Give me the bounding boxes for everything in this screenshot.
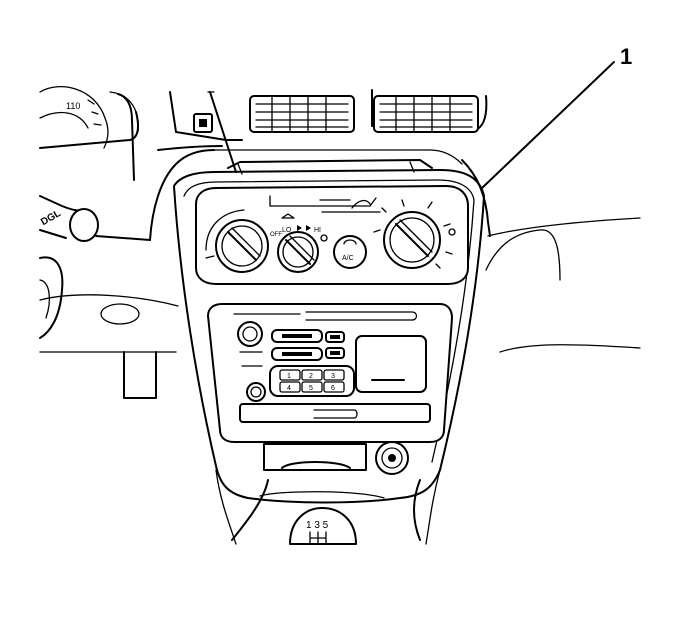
heater-control-panel: OFF LO HI A/C — [195, 185, 469, 285]
trim-removal-tool — [209, 91, 237, 173]
speedometer-mark: 110 — [66, 101, 80, 111]
preset-6[interactable]: 6 — [331, 385, 335, 392]
temperature-knob[interactable]: OFF — [205, 209, 282, 273]
radio-buttons-upper[interactable] — [271, 329, 345, 343]
radio-lower-slot — [239, 403, 431, 423]
volume-knob[interactable] — [237, 321, 263, 347]
shift-pattern-label: 1 3 5 — [306, 520, 329, 531]
shift-knob[interactable]: 1 3 5 — [289, 507, 357, 545]
ac-button-label: A/C — [342, 255, 354, 262]
ac-button[interactable]: A/C — [333, 235, 367, 269]
preset-button-cluster[interactable]: 1 2 3 4 5 6 — [269, 365, 355, 397]
radio-unit: 1 2 3 4 5 6 — [207, 303, 453, 443]
defrost-symbol — [351, 199, 371, 209]
preset-3[interactable]: 3 — [331, 373, 335, 380]
air-vent-right — [373, 95, 479, 133]
preset-2[interactable]: 2 — [309, 373, 313, 380]
cigarette-lighter[interactable] — [375, 441, 409, 475]
preset-1[interactable]: 1 — [287, 373, 291, 380]
storage-pocket — [263, 443, 367, 471]
preset-4[interactable]: 4 — [287, 385, 291, 392]
callout-1: 1 — [481, 44, 632, 189]
cassette-door[interactable] — [355, 335, 427, 393]
air-vent-left — [249, 95, 355, 133]
fan-lo-label: LO — [282, 227, 292, 234]
fan-hi-label: HI — [314, 227, 321, 234]
airflow-mode-knob[interactable] — [373, 199, 456, 269]
console-bezel — [157, 145, 485, 504]
radio-buttons-middle[interactable] — [271, 347, 345, 361]
stalk-label: DGL — [39, 208, 63, 228]
fan-speed-knob[interactable]: LO HI — [277, 213, 328, 273]
tune-knob[interactable] — [246, 382, 266, 402]
floor-console — [215, 469, 441, 545]
temp-scale-mark: OFF — [270, 232, 282, 238]
hazard-switch — [193, 113, 213, 133]
instrument-cluster: 110 — [39, 86, 139, 149]
callout-number: 1 — [620, 44, 632, 69]
preset-5[interactable]: 5 — [309, 385, 313, 392]
steering-column — [39, 235, 179, 399]
turn-signal-stalk: DGL — [39, 195, 99, 242]
